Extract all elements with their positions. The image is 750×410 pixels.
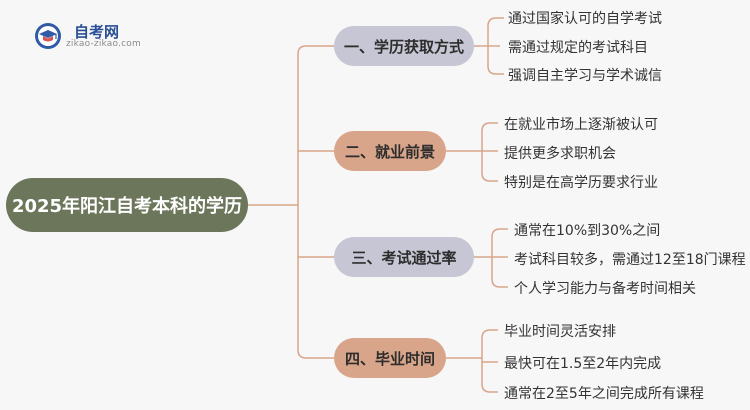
branch-3-node: 三、考试通过率 [334,237,474,277]
branch-1-item-2: 需通过规定的考试科目 [508,40,648,56]
branch-3-item-2: 考试科目较多，需通过12至18门课程 [514,252,746,268]
branch-4-node: 四、毕业时间 [334,338,446,378]
logo-url: zikao-zikao.com [66,39,141,49]
branch-2-item-3: 特别是在高学历要求行业 [504,175,658,191]
graduation-cap-icon [35,23,61,49]
leaf-bracket-3 [474,228,508,288]
root-node: 2025年阳江自考本科的学历 [6,178,248,232]
branch-2-node: 二、就业前景 [334,131,446,171]
branch-4-item-1: 毕业时间灵活安排 [504,324,616,340]
branch-1-node: 一、学历获取方式 [334,26,474,66]
branch-4-item-3: 通常在2至5年之间完成所有课程 [504,386,704,402]
leaf-bracket-2 [446,122,498,182]
branch-1-item-1: 通过国家认可的自学考试 [508,11,662,27]
logo-title: 自考网 [74,23,120,41]
branch-2-item-1: 在就业市场上逐渐被认可 [504,117,658,133]
branch-4-item-2: 最快可在1.5至2年内完成 [504,356,662,372]
branch-3-item-3: 个人学习能力与备考时间相关 [514,281,696,297]
leaf-bracket-1 [474,17,504,75]
branch-1-item-3: 强调自主学习与学术诚信 [508,68,662,84]
leaf-bracket-4 [446,329,498,393]
branch-3-item-1: 通常在10%到30%之间 [514,223,661,239]
branch-2-item-2: 提供更多求职机会 [504,146,616,162]
category-trunk [297,45,307,359]
